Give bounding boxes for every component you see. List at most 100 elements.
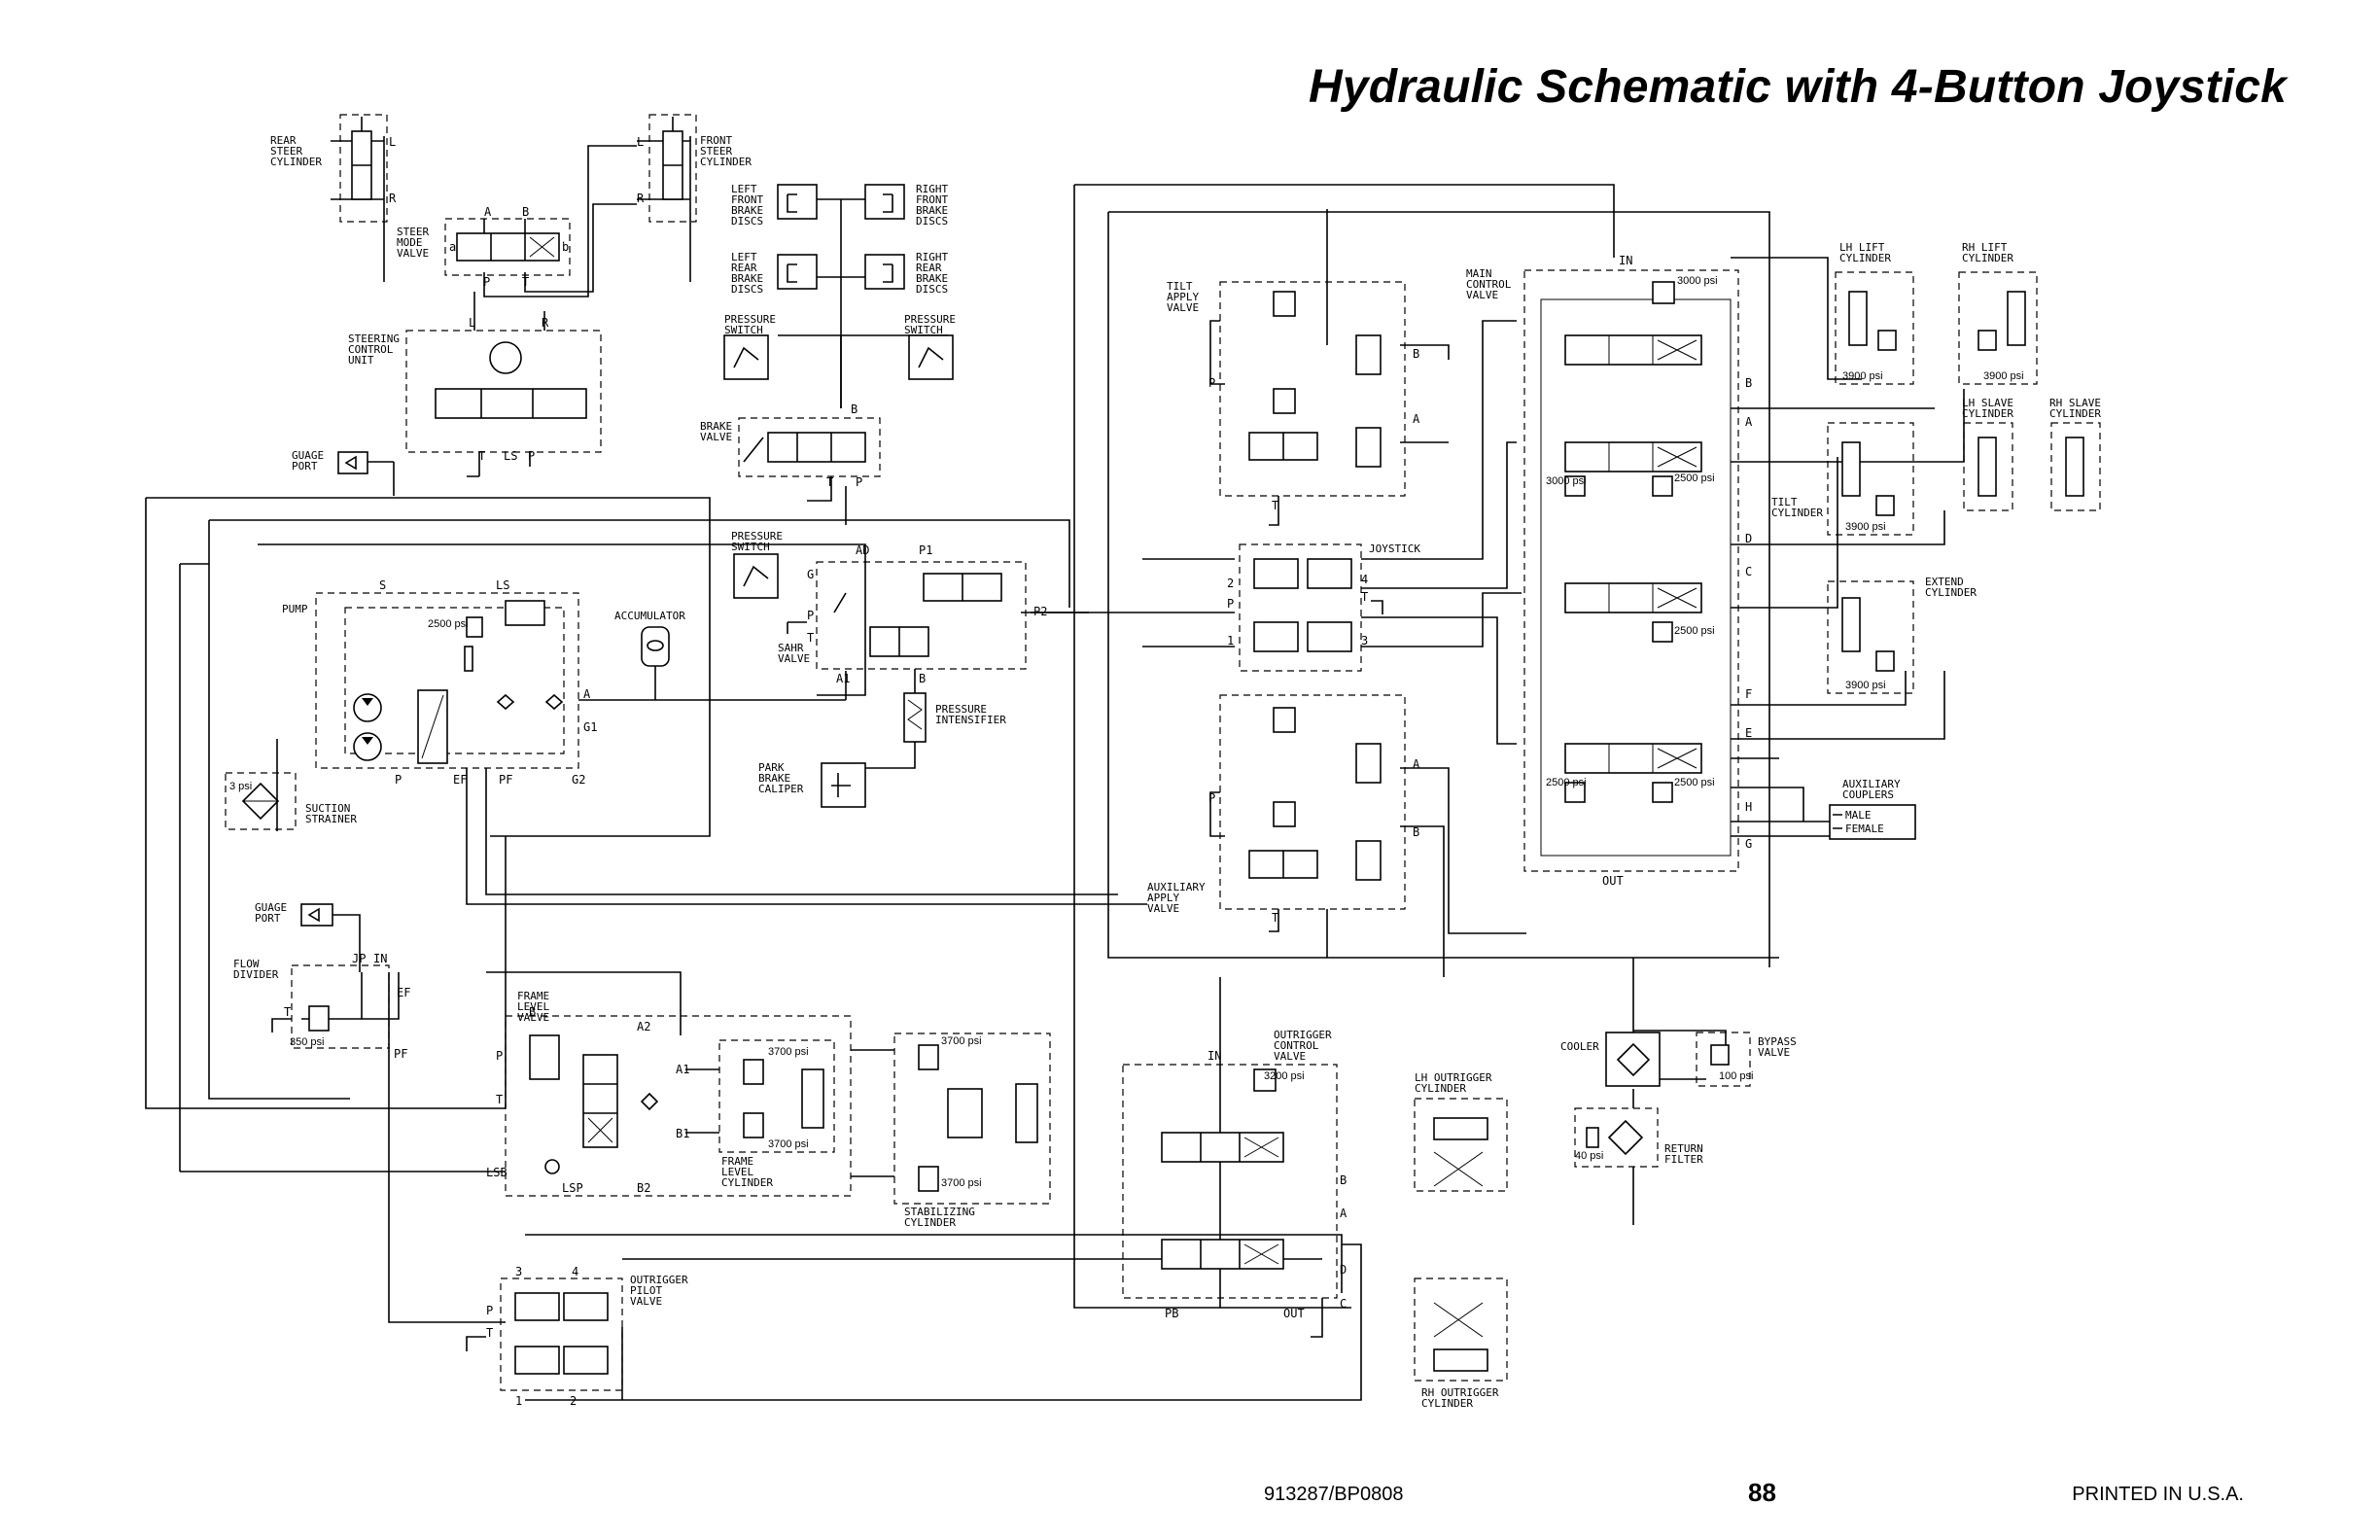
svg-text:2500 psi: 2500 psi	[1674, 472, 1715, 484]
svg-text:PF: PF	[394, 1047, 407, 1061]
svg-text:P: P	[395, 773, 402, 787]
svg-text:JP: JP	[352, 952, 366, 965]
left-front-brake-discs	[777, 184, 818, 220]
park-brake-caliper	[821, 762, 866, 808]
svg-text:S: S	[379, 578, 386, 592]
svg-text:E: E	[1745, 726, 1752, 740]
svg-text:FEMALE: FEMALE	[1845, 822, 1884, 835]
svg-text:B: B	[1745, 376, 1752, 390]
svg-text:PUMP: PUMP	[282, 603, 308, 615]
auxiliary-apply-valve: PA BT	[1208, 694, 1420, 932]
svg-text:G: G	[1745, 837, 1752, 851]
svg-text:ACCUMULATOR: ACCUMULATOR	[614, 610, 685, 622]
suction-strainer	[225, 772, 297, 830]
guage-port-bottom	[300, 903, 361, 972]
svg-text:T: T	[284, 1005, 291, 1019]
svg-text:A: A	[1340, 1207, 1348, 1220]
svg-text:AD: AD	[856, 543, 869, 557]
svg-text:A: A	[484, 205, 492, 219]
svg-text:40 psi: 40 psi	[1575, 1150, 1603, 1162]
svg-text:R: R	[389, 192, 397, 205]
auxiliary-couplers	[1829, 804, 1916, 840]
svg-text:A: A	[583, 687, 591, 701]
rh-lift-cylinder	[1958, 271, 2038, 385]
svg-text:MALE: MALE	[1845, 809, 1872, 822]
svg-text:A1: A1	[836, 672, 850, 685]
svg-text:P: P	[528, 449, 535, 463]
svg-text:LS: LS	[496, 578, 509, 592]
svg-text:R: R	[637, 192, 645, 205]
svg-text:2500 psi: 2500 psi	[1674, 625, 1715, 637]
svg-text:D: D	[1340, 1263, 1347, 1277]
svg-text:G2: G2	[572, 773, 585, 787]
svg-text:T: T	[478, 449, 485, 463]
svg-text:A: A	[1413, 757, 1420, 771]
frame-level-cylinder	[685, 1039, 835, 1153]
svg-text:P: P	[1208, 376, 1215, 390]
svg-text:OUT: OUT	[1283, 1307, 1305, 1320]
svg-text:2500 psi: 2500 psi	[1546, 777, 1587, 788]
front-steer-cylinder: LR	[637, 114, 697, 223]
svg-text:B: B	[529, 1005, 536, 1019]
svg-text:C: C	[1340, 1297, 1347, 1311]
svg-text:b: b	[562, 240, 569, 254]
svg-text:IN: IN	[373, 952, 387, 965]
rh-slave-cylinder	[2050, 422, 2101, 511]
lh-slave-cylinder	[1963, 422, 2013, 511]
page-title: Hydraulic Schematic with 4-Button Joysti…	[1309, 61, 2287, 113]
svg-text:P: P	[807, 609, 814, 622]
svg-text:3900 psi: 3900 psi	[1845, 521, 1886, 533]
pressure-intensifier	[845, 669, 927, 778]
document-number: 913287/BP0808	[1264, 1484, 1404, 1505]
svg-text:350 psi: 350 psi	[290, 1036, 324, 1048]
svg-text:P: P	[1227, 597, 1234, 611]
svg-text:100 psi: 100 psi	[1719, 1070, 1753, 1082]
svg-text:EF: EF	[453, 773, 467, 787]
svg-text:PB: PB	[1165, 1307, 1178, 1320]
svg-text:3700 psi: 3700 psi	[941, 1035, 982, 1047]
extend-cylinder	[1827, 580, 1914, 694]
svg-text:3700 psi: 3700 psi	[768, 1138, 809, 1150]
svg-text:T: T	[1272, 911, 1278, 925]
svg-text:2: 2	[1227, 577, 1234, 590]
svg-text:2500 psi: 2500 psi	[428, 618, 469, 630]
svg-text:A: A	[1745, 415, 1753, 429]
return-filter	[1574, 1107, 1659, 1168]
svg-text:B2: B2	[637, 1181, 650, 1195]
svg-text:C: C	[1745, 565, 1752, 578]
right-front-brake-discs	[864, 184, 905, 220]
svg-text:3900 psi: 3900 psi	[1983, 370, 2024, 382]
svg-text:3900 psi: 3900 psi	[1845, 680, 1886, 691]
svg-text:COOLER: COOLER	[1560, 1040, 1599, 1053]
svg-text:a: a	[449, 240, 456, 254]
svg-text:L: L	[469, 316, 475, 330]
svg-text:P: P	[856, 475, 862, 489]
cooler	[1605, 1032, 1661, 1087]
svg-text:B: B	[919, 672, 926, 685]
